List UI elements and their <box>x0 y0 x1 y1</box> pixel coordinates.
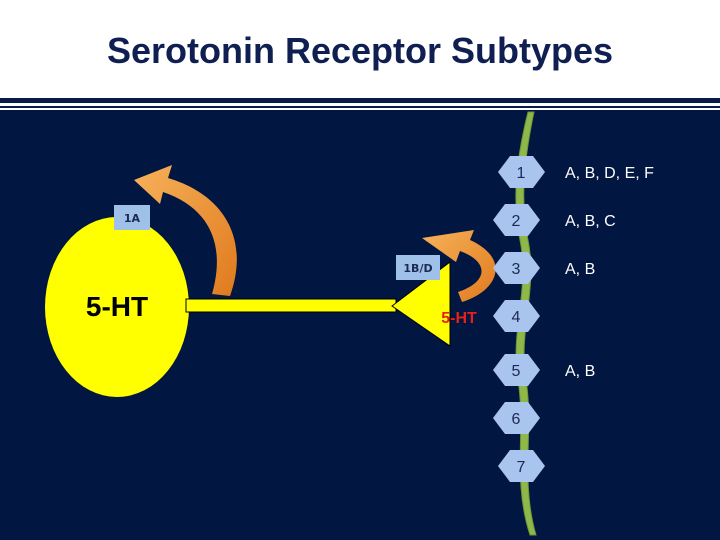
receptor-box-1a: 1A <box>114 205 150 230</box>
segment-number: 3 <box>512 261 521 278</box>
segment-1-subtypes: A, B, D, E, F <box>565 165 654 182</box>
segment-number: 2 <box>512 213 521 230</box>
feedback-arrow-1bd <box>422 230 496 302</box>
feedback-arrow-1a <box>134 165 237 296</box>
axon-terminal <box>391 260 451 347</box>
receptor-box-1bd: 1B/D <box>396 255 440 280</box>
cell-label: 5-HT <box>86 291 148 322</box>
receptor-1bd-label: 1B/D <box>403 262 432 275</box>
cell-body <box>45 217 189 397</box>
segment-2-subtypes: A, B, C <box>565 213 616 230</box>
segment-3-subtypes: A, B <box>565 261 595 278</box>
title-divider-thin <box>0 106 720 108</box>
segment-number: 1 <box>517 165 526 182</box>
segment-number: 5 <box>512 363 521 380</box>
segment-3: 3 <box>493 252 540 284</box>
segment-6: 6 <box>493 402 540 434</box>
segment-2: 2 <box>493 204 540 236</box>
receptor-1a-label: 1A <box>124 212 141 225</box>
title-area: Serotonin Receptor Subtypes <box>0 0 720 98</box>
segment-number: 7 <box>517 459 526 476</box>
segment-number: 4 <box>512 309 521 326</box>
segment-5-subtypes: A, B <box>565 363 595 380</box>
terminal-label: 5-HT <box>441 310 477 327</box>
segment-4: 4 <box>493 300 540 332</box>
segment-1: 1 <box>498 156 545 188</box>
title-divider-thick <box>0 98 720 103</box>
segment-5: 5 <box>493 354 540 386</box>
segment-number: 6 <box>512 411 521 428</box>
segment-7: 7 <box>498 450 545 482</box>
page-title: Serotonin Receptor Subtypes <box>106 30 614 71</box>
axon <box>185 298 397 313</box>
